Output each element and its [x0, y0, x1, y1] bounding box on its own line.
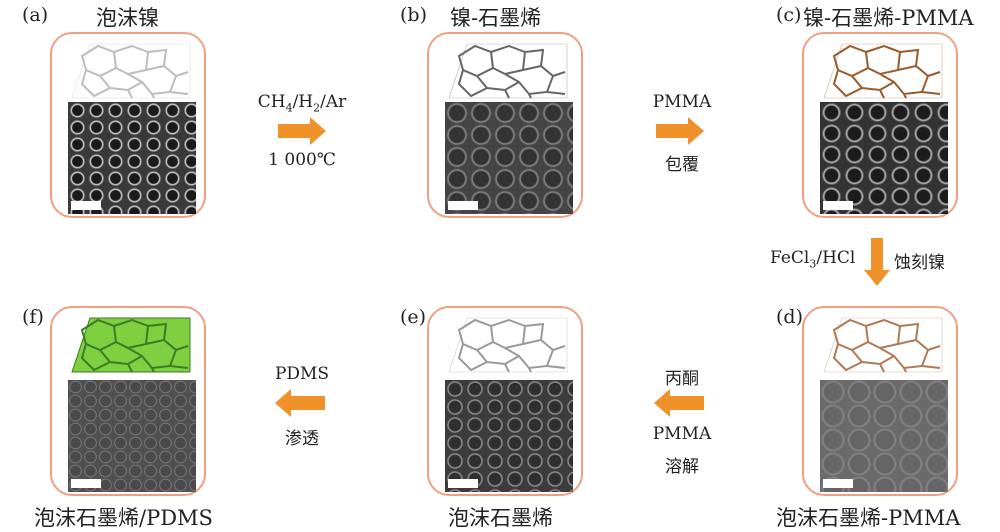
- panel-d-letter: (d): [776, 306, 803, 328]
- arrow-ab-below-label: 1 000℃: [268, 150, 336, 170]
- nickel-graphene-sketch: [448, 43, 568, 99]
- panel-e-letter: (e): [400, 306, 427, 328]
- arrow-ab-above-label: CH4/H2/Ar: [250, 92, 354, 114]
- arrow-ef-below-label: 渗透: [285, 429, 319, 449]
- label-subscript: 4: [285, 101, 293, 115]
- label-subscript: 2: [313, 101, 321, 115]
- nickel-graphene-pmma-sketch: [823, 43, 943, 99]
- panel-a-box: [50, 32, 206, 218]
- panel-c-box: [802, 32, 958, 218]
- panel-d-box: [802, 306, 958, 496]
- panel-f-letter: (f): [22, 306, 44, 328]
- scale-bar: [823, 479, 853, 488]
- scale-bar: [823, 201, 853, 210]
- arrow-cd-right-label: 蚀刻镍: [894, 253, 945, 273]
- right-arrow-icon: [278, 117, 326, 145]
- graphene-foam-sketch: [448, 317, 568, 373]
- label-part: CH: [257, 92, 286, 112]
- panel-f-box: [50, 306, 206, 496]
- arrow-de-below-label-2: 溶解: [665, 457, 699, 477]
- panel-c-title: 镍-石墨烯-PMMA: [803, 6, 974, 30]
- arrow-bc-above-label: PMMA: [652, 92, 712, 112]
- panel-c-letter: (c): [776, 4, 802, 26]
- panel-a-title: 泡沫镍: [96, 6, 159, 30]
- panel-b-title: 镍-石墨烯: [450, 6, 542, 30]
- label-part: /Ar: [320, 92, 347, 112]
- right-arrow-icon: [656, 117, 704, 145]
- graphene-foam-pmma-sem-image: [820, 380, 948, 492]
- panel-e-caption: 泡沫石墨烯: [448, 506, 553, 530]
- graphene-foam-pdms-sem-image: [68, 380, 196, 492]
- graphene-foam-pmma-sketch: [823, 317, 943, 373]
- nickel-graphene-pmma-sem-image: [820, 102, 948, 214]
- scale-bar: [71, 201, 101, 210]
- panel-b-letter: (b): [400, 4, 427, 26]
- left-arrow-icon: [654, 389, 704, 417]
- panel-d-caption: 泡沫石墨烯-PMMA: [776, 506, 961, 530]
- nickel-graphene-sem-image: [445, 102, 573, 214]
- panel-a-letter: (a): [22, 4, 49, 26]
- scale-bar: [448, 201, 478, 210]
- label-part: /HCl: [816, 248, 856, 268]
- arrow-de-below-label-1: PMMA: [652, 424, 712, 444]
- arrow-cd-left-label: FeCl3/HCl: [770, 248, 855, 270]
- arrow-bc-below-label: 包覆: [665, 155, 699, 175]
- scale-bar: [71, 479, 101, 488]
- label-subscript: 3: [809, 257, 817, 271]
- nickel-foam-sem-image: [68, 102, 196, 214]
- arrow-de-above-label: 丙酮: [665, 369, 699, 389]
- scale-bar: [448, 479, 478, 488]
- left-arrow-icon: [275, 389, 325, 417]
- nickel-foam-sketch: [71, 43, 191, 99]
- down-arrow-icon: [864, 238, 890, 286]
- panel-b-box: [427, 32, 583, 218]
- label-part: FeCl: [770, 248, 810, 268]
- arrow-ef-above-label: PDMS: [274, 364, 330, 384]
- graphene-foam-pdms-sketch: [71, 317, 191, 373]
- panel-e-box: [427, 306, 583, 496]
- graphene-foam-sem-image: [445, 380, 573, 492]
- label-part: /H: [292, 92, 314, 112]
- panel-f-caption: 泡沫石墨烯/PDMS: [34, 506, 213, 530]
